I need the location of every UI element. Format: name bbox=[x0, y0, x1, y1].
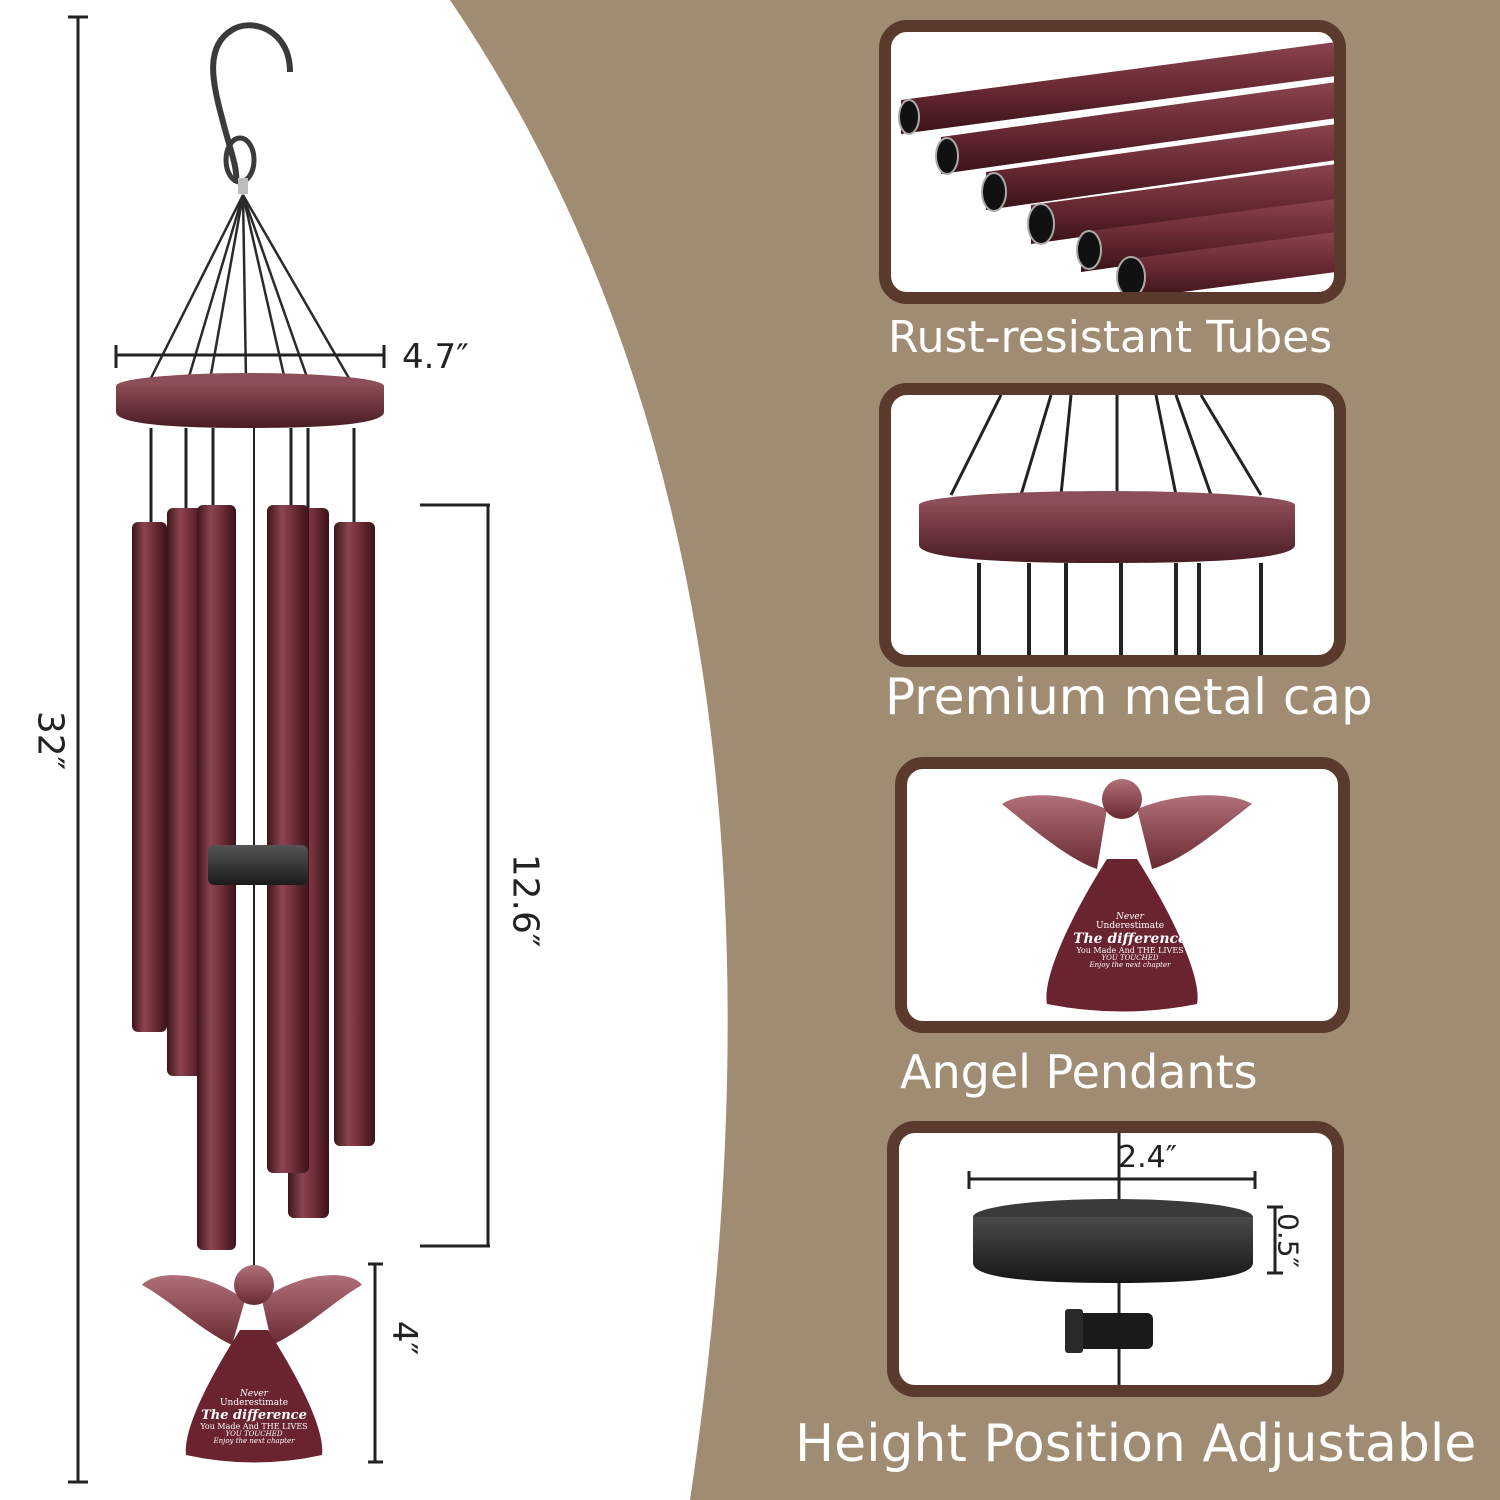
feature-panel-striker bbox=[887, 1121, 1344, 1397]
caption-angel: Angel Pendants bbox=[900, 1045, 1258, 1099]
pendant-line-1: Never bbox=[240, 1389, 268, 1399]
hanging-strings bbox=[148, 194, 352, 381]
pendant-line-6: Enjoy the next chapter bbox=[213, 1437, 295, 1446]
pendant-small-line-5: YOU TOUCHED bbox=[1101, 953, 1159, 962]
tube-length-dimension bbox=[420, 503, 490, 1248]
tubes-closeup-icon bbox=[898, 42, 1334, 292]
pendant-small-line-1: Never bbox=[1116, 912, 1144, 922]
striker-closeup-icon bbox=[967, 1133, 1283, 1385]
tube-strings bbox=[149, 428, 356, 1265]
wind-chime-illustration bbox=[68, 15, 490, 1484]
pendant-small-line-4: You Made And THE LIVES bbox=[1076, 945, 1184, 955]
pendant-inscription-large: Never Underestimate The difference You M… bbox=[190, 1389, 318, 1446]
pendant-height-label: 4″ bbox=[384, 1320, 424, 1356]
cap-closeup-icon bbox=[919, 395, 1295, 655]
cap-width-dimension bbox=[114, 345, 386, 368]
pendant-line-4: You Made And THE LIVES bbox=[200, 1421, 308, 1431]
pendant-inscription-small: Never Underestimate The difference You M… bbox=[1060, 912, 1200, 970]
pendant-height-dimension bbox=[368, 1262, 383, 1464]
striker-disc bbox=[208, 845, 308, 885]
tube-length-label: 12.6″ bbox=[504, 853, 546, 948]
pendant-line-2: Underestimate bbox=[219, 1398, 289, 1409]
pendant-small-line-3: The difference bbox=[1073, 930, 1187, 947]
pendant-line-5: YOU TOUCHED bbox=[225, 1429, 283, 1438]
caption-tubes: Rust-resistant Tubes bbox=[888, 312, 1333, 363]
pendant-small-line-6: Enjoy the next chapter bbox=[1089, 961, 1171, 970]
angel-pendant-large bbox=[142, 1265, 362, 1463]
cap-width-label: 4.7″ bbox=[402, 337, 469, 377]
feature-panel-cap bbox=[879, 383, 1346, 667]
feature-panel-angel bbox=[895, 757, 1350, 1033]
caption-cap: Premium metal cap bbox=[885, 668, 1373, 726]
striker-height-label: 0.5″ bbox=[1271, 1213, 1305, 1268]
feature-panel-tubes bbox=[879, 20, 1346, 304]
chime-tubes bbox=[132, 505, 375, 1250]
striker-width-label: 2.4″ bbox=[1118, 1140, 1177, 1175]
pendant-line-3: The difference bbox=[201, 1407, 307, 1423]
pendant-small-line-2: Underestimate bbox=[1095, 921, 1165, 932]
s-hook bbox=[210, 22, 293, 194]
angel-pendant-icon bbox=[1002, 779, 1252, 1012]
overall-height-dimension bbox=[68, 15, 88, 1484]
overall-height-label: 32″ bbox=[29, 710, 71, 771]
caption-striker: Height Position Adjustable bbox=[795, 1414, 1477, 1474]
metal-cap bbox=[116, 373, 384, 428]
